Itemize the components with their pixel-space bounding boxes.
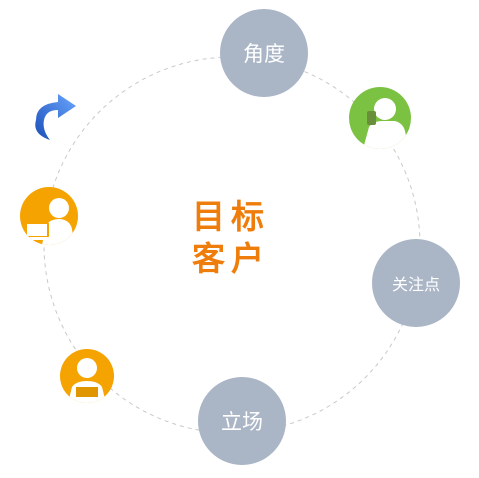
node-focus: 关注点 <box>372 239 460 327</box>
center-title: 目标 客户 <box>192 196 292 280</box>
node-angle: 角度 <box>220 9 308 97</box>
node-angle-label: 角度 <box>243 42 285 66</box>
person-laptop-icon <box>20 187 78 245</box>
person-phone-icon <box>349 87 411 149</box>
center-title-line1: 目标 <box>192 197 270 236</box>
curved-arrow-icon <box>30 90 80 142</box>
node-stance: 立场 <box>198 377 286 465</box>
node-focus-label: 关注点 <box>391 275 440 294</box>
center-title-line2: 客户 <box>192 239 270 278</box>
node-stance-label: 立场 <box>221 410 263 434</box>
person-desk-icon <box>60 349 114 403</box>
